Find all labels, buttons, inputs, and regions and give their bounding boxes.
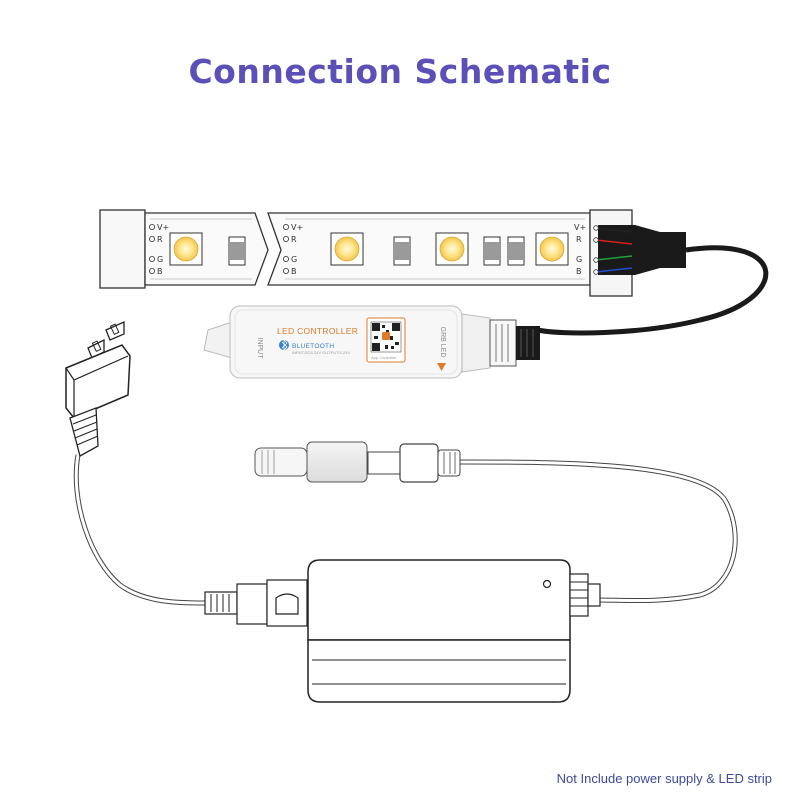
controller-output-label: GRB LED: [439, 327, 446, 358]
strip-cable: [537, 245, 769, 336]
pin-label: V+: [157, 223, 169, 232]
strip-pins-middle: V+ R G B: [282, 223, 303, 276]
power-supply: [204, 559, 601, 703]
controller-spec-text: INPUT:DC5-24V OUTPUT:5-24V: [292, 350, 350, 355]
controller-bluetooth-label: BLUETOOTH: [292, 343, 334, 350]
pin-label: R: [576, 235, 582, 244]
pin-label: G: [576, 255, 582, 264]
led-controller: INPUT LED CONTROLLER BLUETOOTH INPUT:DC5…: [203, 305, 540, 379]
controller-output-plug: [489, 319, 540, 367]
dc-female-connector: [254, 441, 368, 483]
pin-label: G: [291, 255, 297, 264]
ac-plug: [65, 320, 131, 457]
strip-pins-left: V+ R G B: [148, 223, 169, 276]
ac-power-cord: [73, 454, 206, 606]
diagram-title: Connection Schematic: [188, 52, 612, 91]
pin-label: G: [157, 255, 163, 264]
strip-segment-right: [267, 212, 591, 286]
led-chip: [169, 232, 203, 266]
power-led-indicator: [542, 579, 552, 589]
bluetooth-icon: [279, 339, 289, 351]
ac-inlet-connector: [204, 579, 308, 627]
controller-input-label: INPUT: [256, 338, 263, 360]
qr-caption: App Controller: [371, 355, 397, 360]
pin-label: R: [157, 235, 163, 244]
resistor: [507, 236, 525, 266]
qr-code-icon: App Controller: [366, 317, 406, 363]
pin-label: B: [291, 267, 297, 276]
pin-label: V+: [291, 223, 303, 232]
strip-wires: [595, 227, 633, 273]
pin-label: V+: [574, 223, 586, 232]
dc-output-connector: [569, 573, 601, 617]
footnote-text: Not Include power supply & LED strip: [556, 771, 772, 786]
led-chip: [330, 232, 364, 266]
led-chip: [435, 232, 469, 266]
pin-label: R: [291, 235, 297, 244]
resistor: [228, 236, 246, 266]
led-chip: [535, 232, 569, 266]
strip-segment-left: [144, 212, 269, 286]
pin-label: B: [576, 267, 582, 276]
dc-male-connector: [367, 443, 461, 483]
resistor: [393, 236, 411, 266]
controller-body: [229, 305, 463, 379]
strip-end-cap: [99, 209, 146, 289]
strip-connector: [589, 209, 686, 297]
plug-prong: [105, 320, 125, 341]
strip-pins-right: V+ R G B: [574, 223, 586, 276]
controller-title: LED CONTROLLER: [277, 326, 358, 336]
resistor: [483, 236, 501, 266]
pin-label: B: [157, 267, 163, 276]
warning-triangle-icon: [437, 363, 446, 371]
led-strip: V+ R G B V+ R G B: [99, 209, 686, 297]
